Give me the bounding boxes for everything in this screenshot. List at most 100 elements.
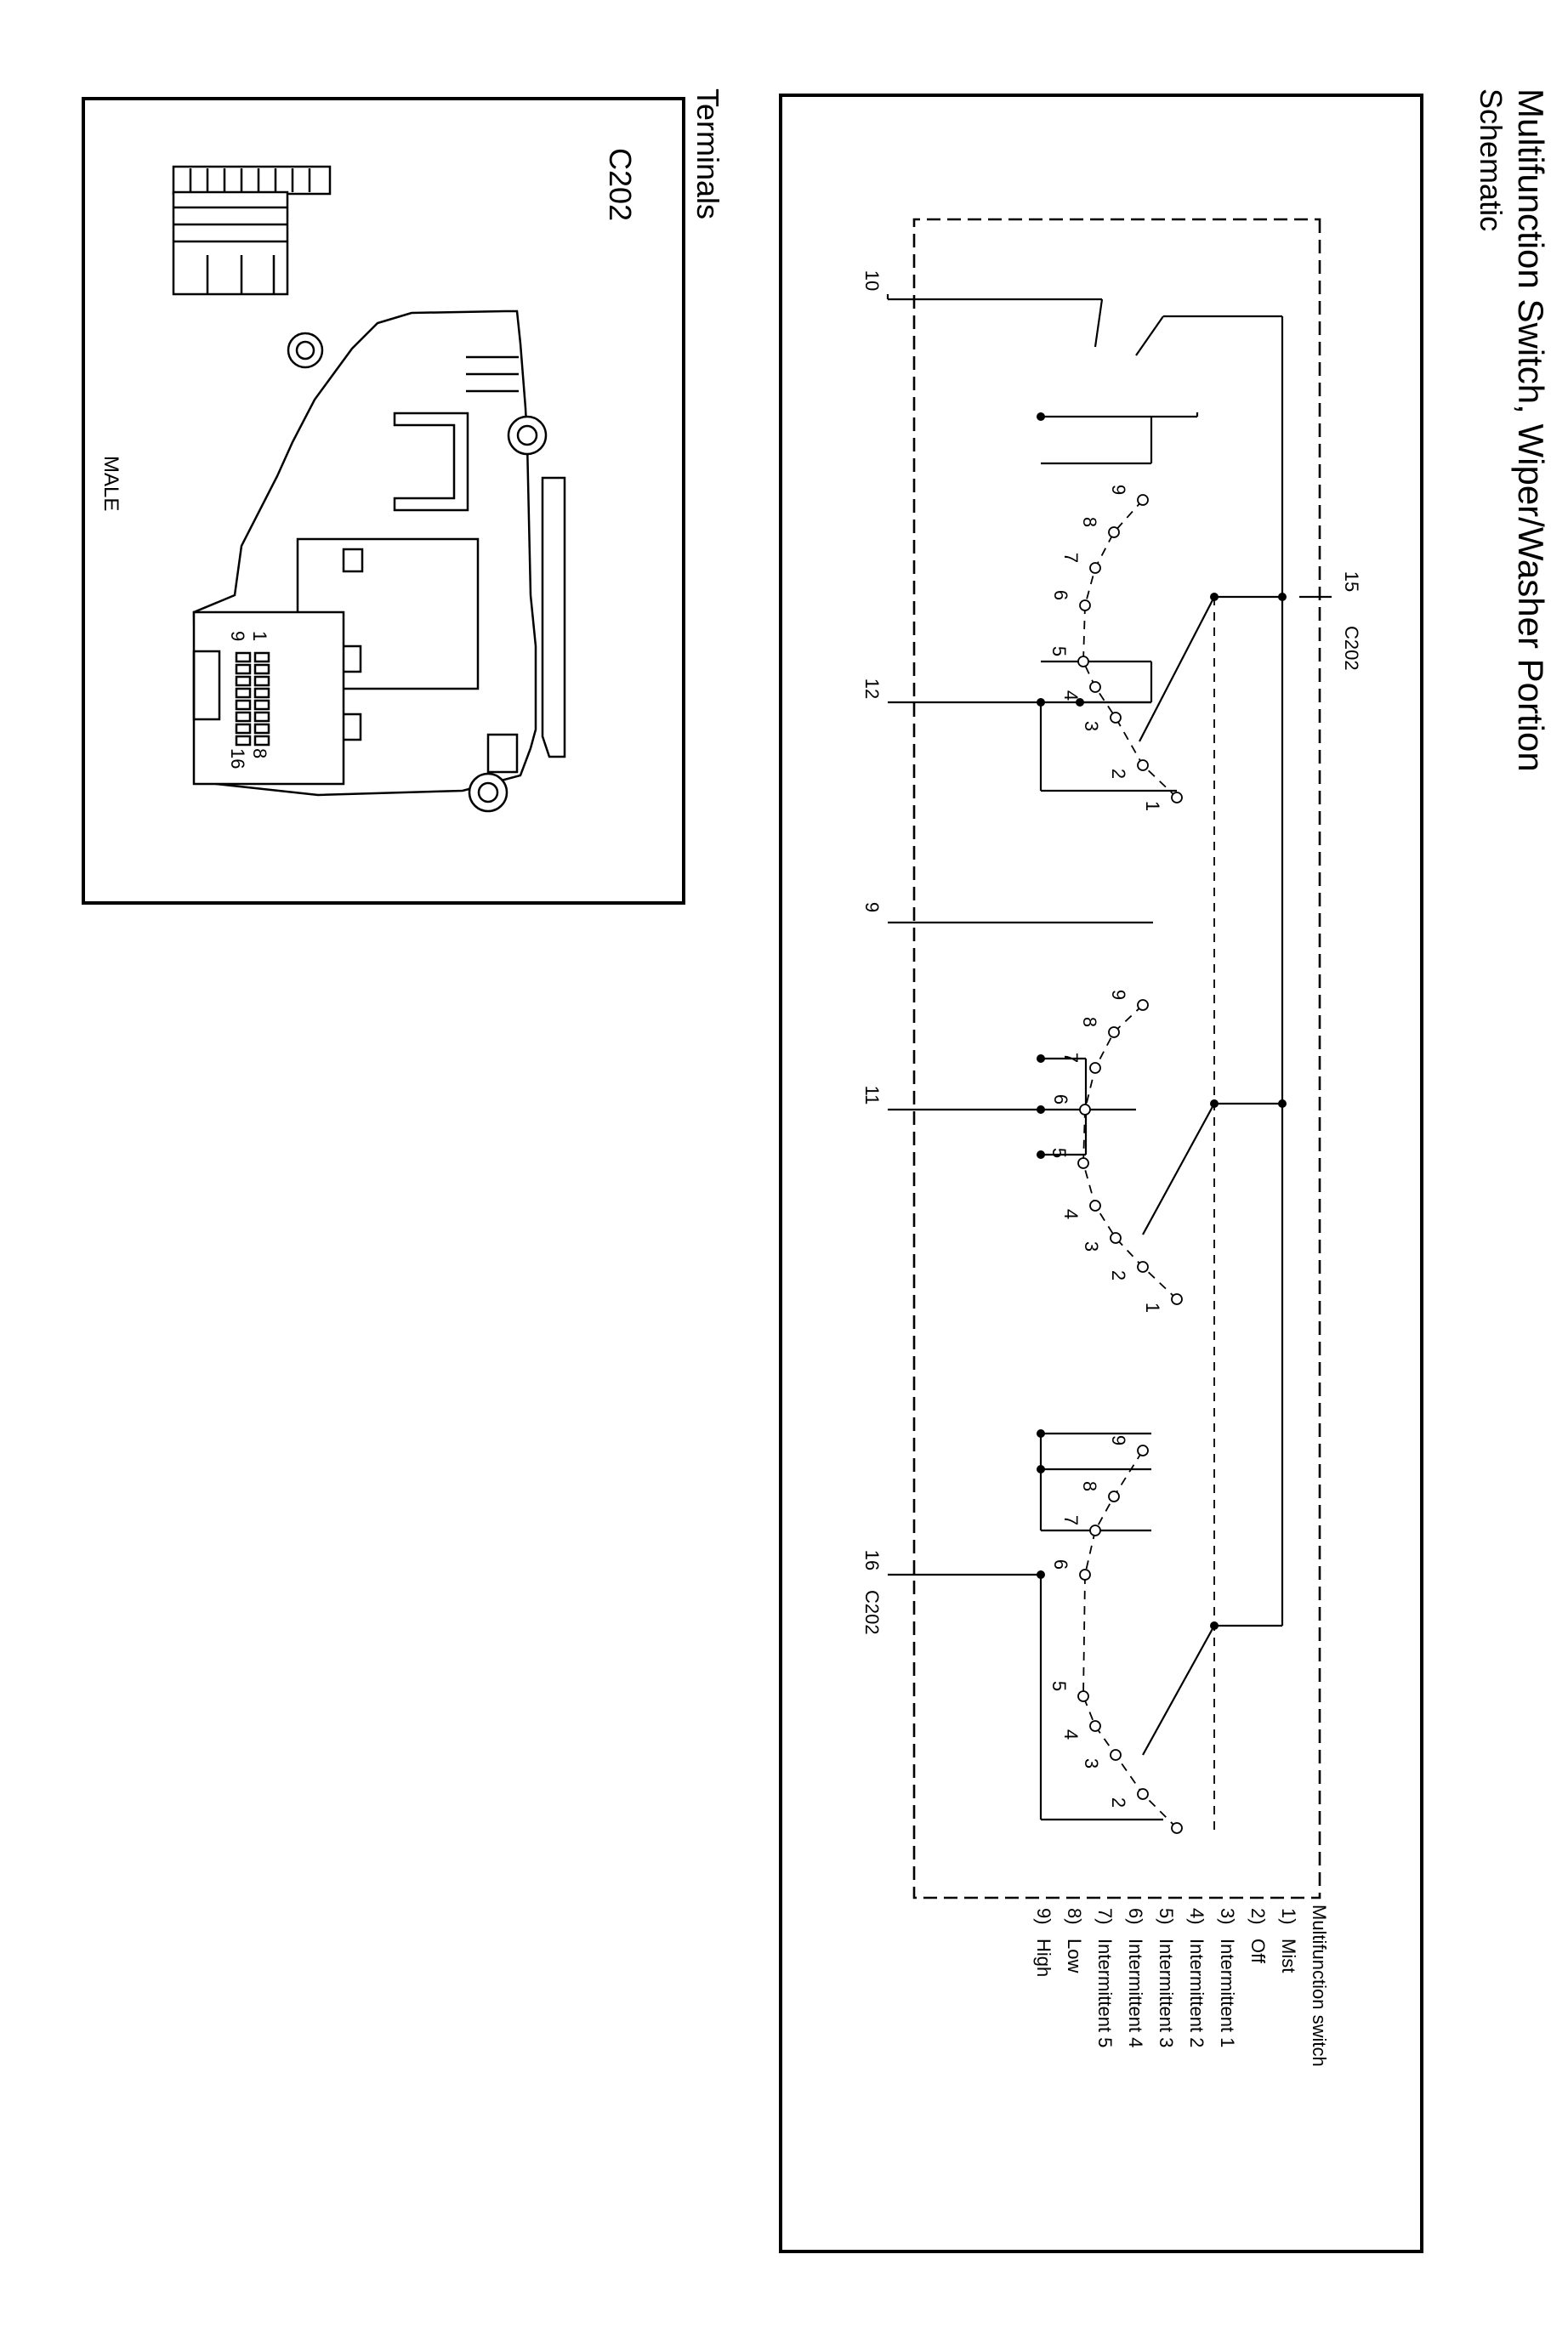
legend-item-label: Intermittent 1 [1217, 1939, 1238, 2047]
junction-dot [1037, 1465, 1045, 1473]
junction-dot [1037, 1429, 1045, 1438]
junction-dot [1210, 1621, 1219, 1630]
position-label: 7 [1060, 553, 1082, 563]
position-label: 2 [1108, 1270, 1129, 1280]
schematic-frame [779, 94, 1423, 2253]
cavity-label-8: 8 [249, 748, 270, 758]
junction-dot [1037, 1054, 1045, 1063]
position-label: 9 [1108, 990, 1129, 1000]
position-label: 3 [1081, 1241, 1102, 1252]
connector-cavity [235, 663, 252, 675]
legend-item-number: 2) [1247, 1908, 1269, 1925]
connector-cavity [235, 723, 252, 735]
junction-dot [1076, 698, 1084, 707]
switch-contact [1137, 999, 1149, 1011]
page-subtitle: Schematic [1474, 88, 1508, 231]
position-label: 1 [1142, 1303, 1163, 1313]
switch-contact [1079, 1104, 1091, 1116]
legend-title: Multifunction switch [1309, 1905, 1330, 2067]
switch-contact [1089, 681, 1101, 693]
legend-item-number: 8) [1064, 1908, 1085, 1925]
connector-title: C202 [603, 148, 638, 221]
legend-item-number: 3) [1217, 1908, 1238, 1925]
wire-16-label: 16 [861, 1550, 883, 1570]
switch-contact [1137, 494, 1149, 506]
switch-contact [1077, 1157, 1089, 1169]
junction-dot [1278, 1099, 1287, 1108]
legend-item-label: High [1033, 1939, 1054, 1977]
switch-arc [1082, 1004, 1178, 1300]
wire-label-group: 10 12 9 11 16 C202 15 C202 [861, 270, 1362, 1635]
switch-contact [1110, 712, 1122, 724]
switch-boundary [912, 218, 1321, 1899]
switch-contact [1108, 1026, 1120, 1038]
wire-10-label: 10 [861, 270, 883, 291]
wiper-block-3-wiring [905, 1432, 1163, 1821]
connector-cavity [235, 735, 252, 747]
legend-item-number: 1) [1278, 1908, 1299, 1925]
position-label: 3 [1081, 721, 1102, 731]
legend-item-label: Mist [1278, 1939, 1299, 1973]
position-label: 6 [1050, 1559, 1071, 1570]
wire-12-label: 12 [861, 679, 883, 699]
position-label: 5 [1048, 1148, 1070, 1158]
cavity-label-16: 16 [227, 748, 248, 769]
switch-contact [1171, 792, 1183, 803]
junction-dot [1037, 698, 1045, 707]
position-label: 4 [1060, 1729, 1082, 1740]
position-label: 8 [1079, 1481, 1100, 1491]
junction-dot [1037, 412, 1045, 421]
legend: Multifunction switch 1) Mist 2) Off 3) Interm… [1033, 1905, 1330, 2067]
switch-contact [1137, 759, 1149, 771]
connector-frame [82, 97, 685, 905]
switch-contact [1108, 1490, 1120, 1502]
switch-contact [1089, 562, 1101, 574]
legend-item-label: Intermittent 5 [1094, 1939, 1116, 2047]
position-label: 5 [1048, 646, 1070, 656]
cavity-label-9: 9 [227, 631, 248, 641]
junction-dot [1210, 593, 1219, 601]
position-label: 2 [1108, 769, 1129, 779]
position-label: 8 [1079, 1017, 1100, 1027]
switch-contact [1110, 1232, 1122, 1244]
legend-item-number: 4) [1186, 1908, 1207, 1925]
legend-item-label: Low [1064, 1939, 1085, 1973]
position-label: 3 [1081, 1758, 1102, 1769]
connector-cavity [235, 675, 252, 687]
switch-contact [1089, 1200, 1101, 1212]
switch-contact [1108, 526, 1120, 538]
external-wires [888, 701, 1153, 1576]
connector-cavity [253, 723, 270, 735]
switch-contact [1137, 1261, 1149, 1273]
position-label: 5 [1048, 1681, 1070, 1691]
legend-item-number: 7) [1094, 1908, 1116, 1925]
legend-item-label: Intermittent 3 [1156, 1939, 1177, 2047]
legend-item-label: Intermittent 2 [1186, 1939, 1207, 2047]
connector-cavity [235, 687, 252, 699]
wiper-block-1-wiring [905, 412, 1199, 792]
position-label: 6 [1050, 1094, 1071, 1104]
position-label: 4 [1060, 1209, 1082, 1219]
connector-cavity [253, 735, 270, 747]
switch-contact [1077, 1690, 1089, 1702]
wire-11-label: 11 [861, 1086, 883, 1105]
switch-arc [1082, 1450, 1178, 1829]
position-label: 8 [1079, 517, 1100, 527]
cavity-label-1: 1 [249, 631, 270, 641]
switch-contact [1171, 1822, 1183, 1834]
wire-15-connector: C202 [1341, 626, 1362, 671]
legend-item-number: 5) [1156, 1908, 1177, 1925]
connector-cavity [235, 651, 252, 663]
connector-cavity [253, 651, 270, 663]
position-label: 1 [1142, 801, 1163, 811]
switch-contact [1110, 1749, 1122, 1761]
switch-contact [1079, 599, 1091, 611]
switch-contact [1089, 1062, 1101, 1074]
position-label: 7 [1060, 1515, 1082, 1525]
switch-contact [1079, 1569, 1091, 1581]
position-label: 6 [1050, 590, 1071, 600]
switch-contact [1171, 1293, 1183, 1305]
legend-item-label: Off [1247, 1939, 1269, 1964]
